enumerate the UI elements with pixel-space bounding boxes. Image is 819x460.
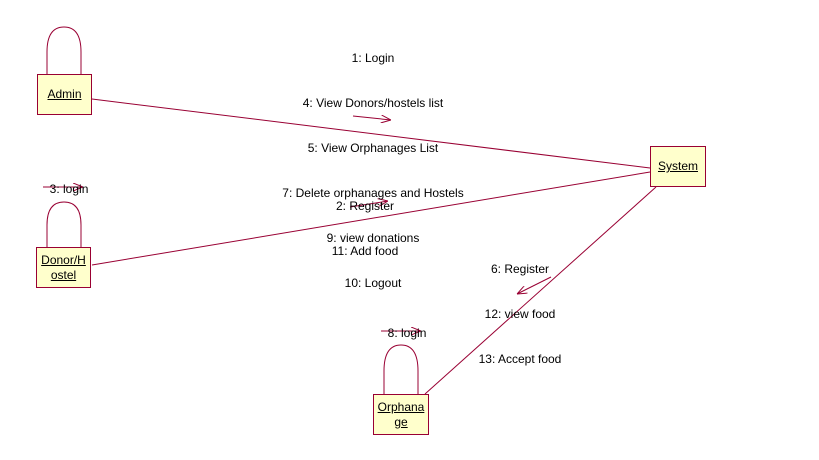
link-admin-system — [91, 98, 651, 169]
object-admin[interactable]: Admin — [37, 74, 92, 115]
message-label: 4: View Donors/hostels list — [302, 96, 444, 110]
message-label: 8: login — [387, 326, 427, 340]
object-orphanage-label-line2: ge — [394, 414, 408, 429]
self-link-admin — [46, 26, 82, 74]
message-label: 2: Register — [335, 199, 395, 213]
message-label: 3: login — [49, 182, 89, 196]
link-donor-system — [91, 171, 651, 266]
object-system[interactable]: System — [650, 146, 706, 187]
object-system-label: System — [657, 159, 698, 173]
message-group-admin-system: 1: Login 4: View Donors/hostels list 5: … — [262, 21, 484, 306]
object-orphanage-label-line1: Orphana — [377, 399, 425, 414]
message-label: 6: Register — [490, 262, 550, 276]
arrow-donor-system — [349, 201, 388, 208]
message-label: 7: Delete orphanages and Hostels — [282, 186, 464, 200]
message-label: 5: View Orphanages List — [307, 141, 439, 155]
message-label: 10: Logout — [344, 276, 402, 290]
self-link-orphanage — [383, 344, 419, 394]
message-label: 9: view donations — [326, 231, 420, 245]
object-admin-label: Admin — [47, 87, 82, 101]
message-donor-self: 3: login — [43, 167, 89, 197]
link-orphanage-system — [424, 186, 657, 395]
message-label: 11: Add food — [331, 244, 399, 258]
message-label: 13: Accept food — [478, 352, 562, 366]
arrow-system-orphanage — [517, 276, 552, 294]
object-orphanage[interactable]: Orphana ge — [373, 394, 429, 435]
message-label: 1: Login — [351, 51, 395, 65]
self-link-donor — [46, 201, 82, 247]
object-donor-hostel[interactable]: Donor/H ostel — [36, 247, 91, 288]
message-group-orphanage-system: 6: Register 12: view food 13: Accept foo… — [465, 232, 575, 382]
arrow-admin-system — [352, 116, 391, 120]
object-donor-label-line2: ostel — [50, 267, 77, 282]
object-donor-label-line1: Donor/H — [41, 252, 86, 267]
message-orphanage-self: 8: login — [381, 311, 427, 341]
message-label: 12: view food — [484, 307, 556, 321]
message-group-donor-system: 2: Register 11: Add food — [310, 169, 420, 274]
